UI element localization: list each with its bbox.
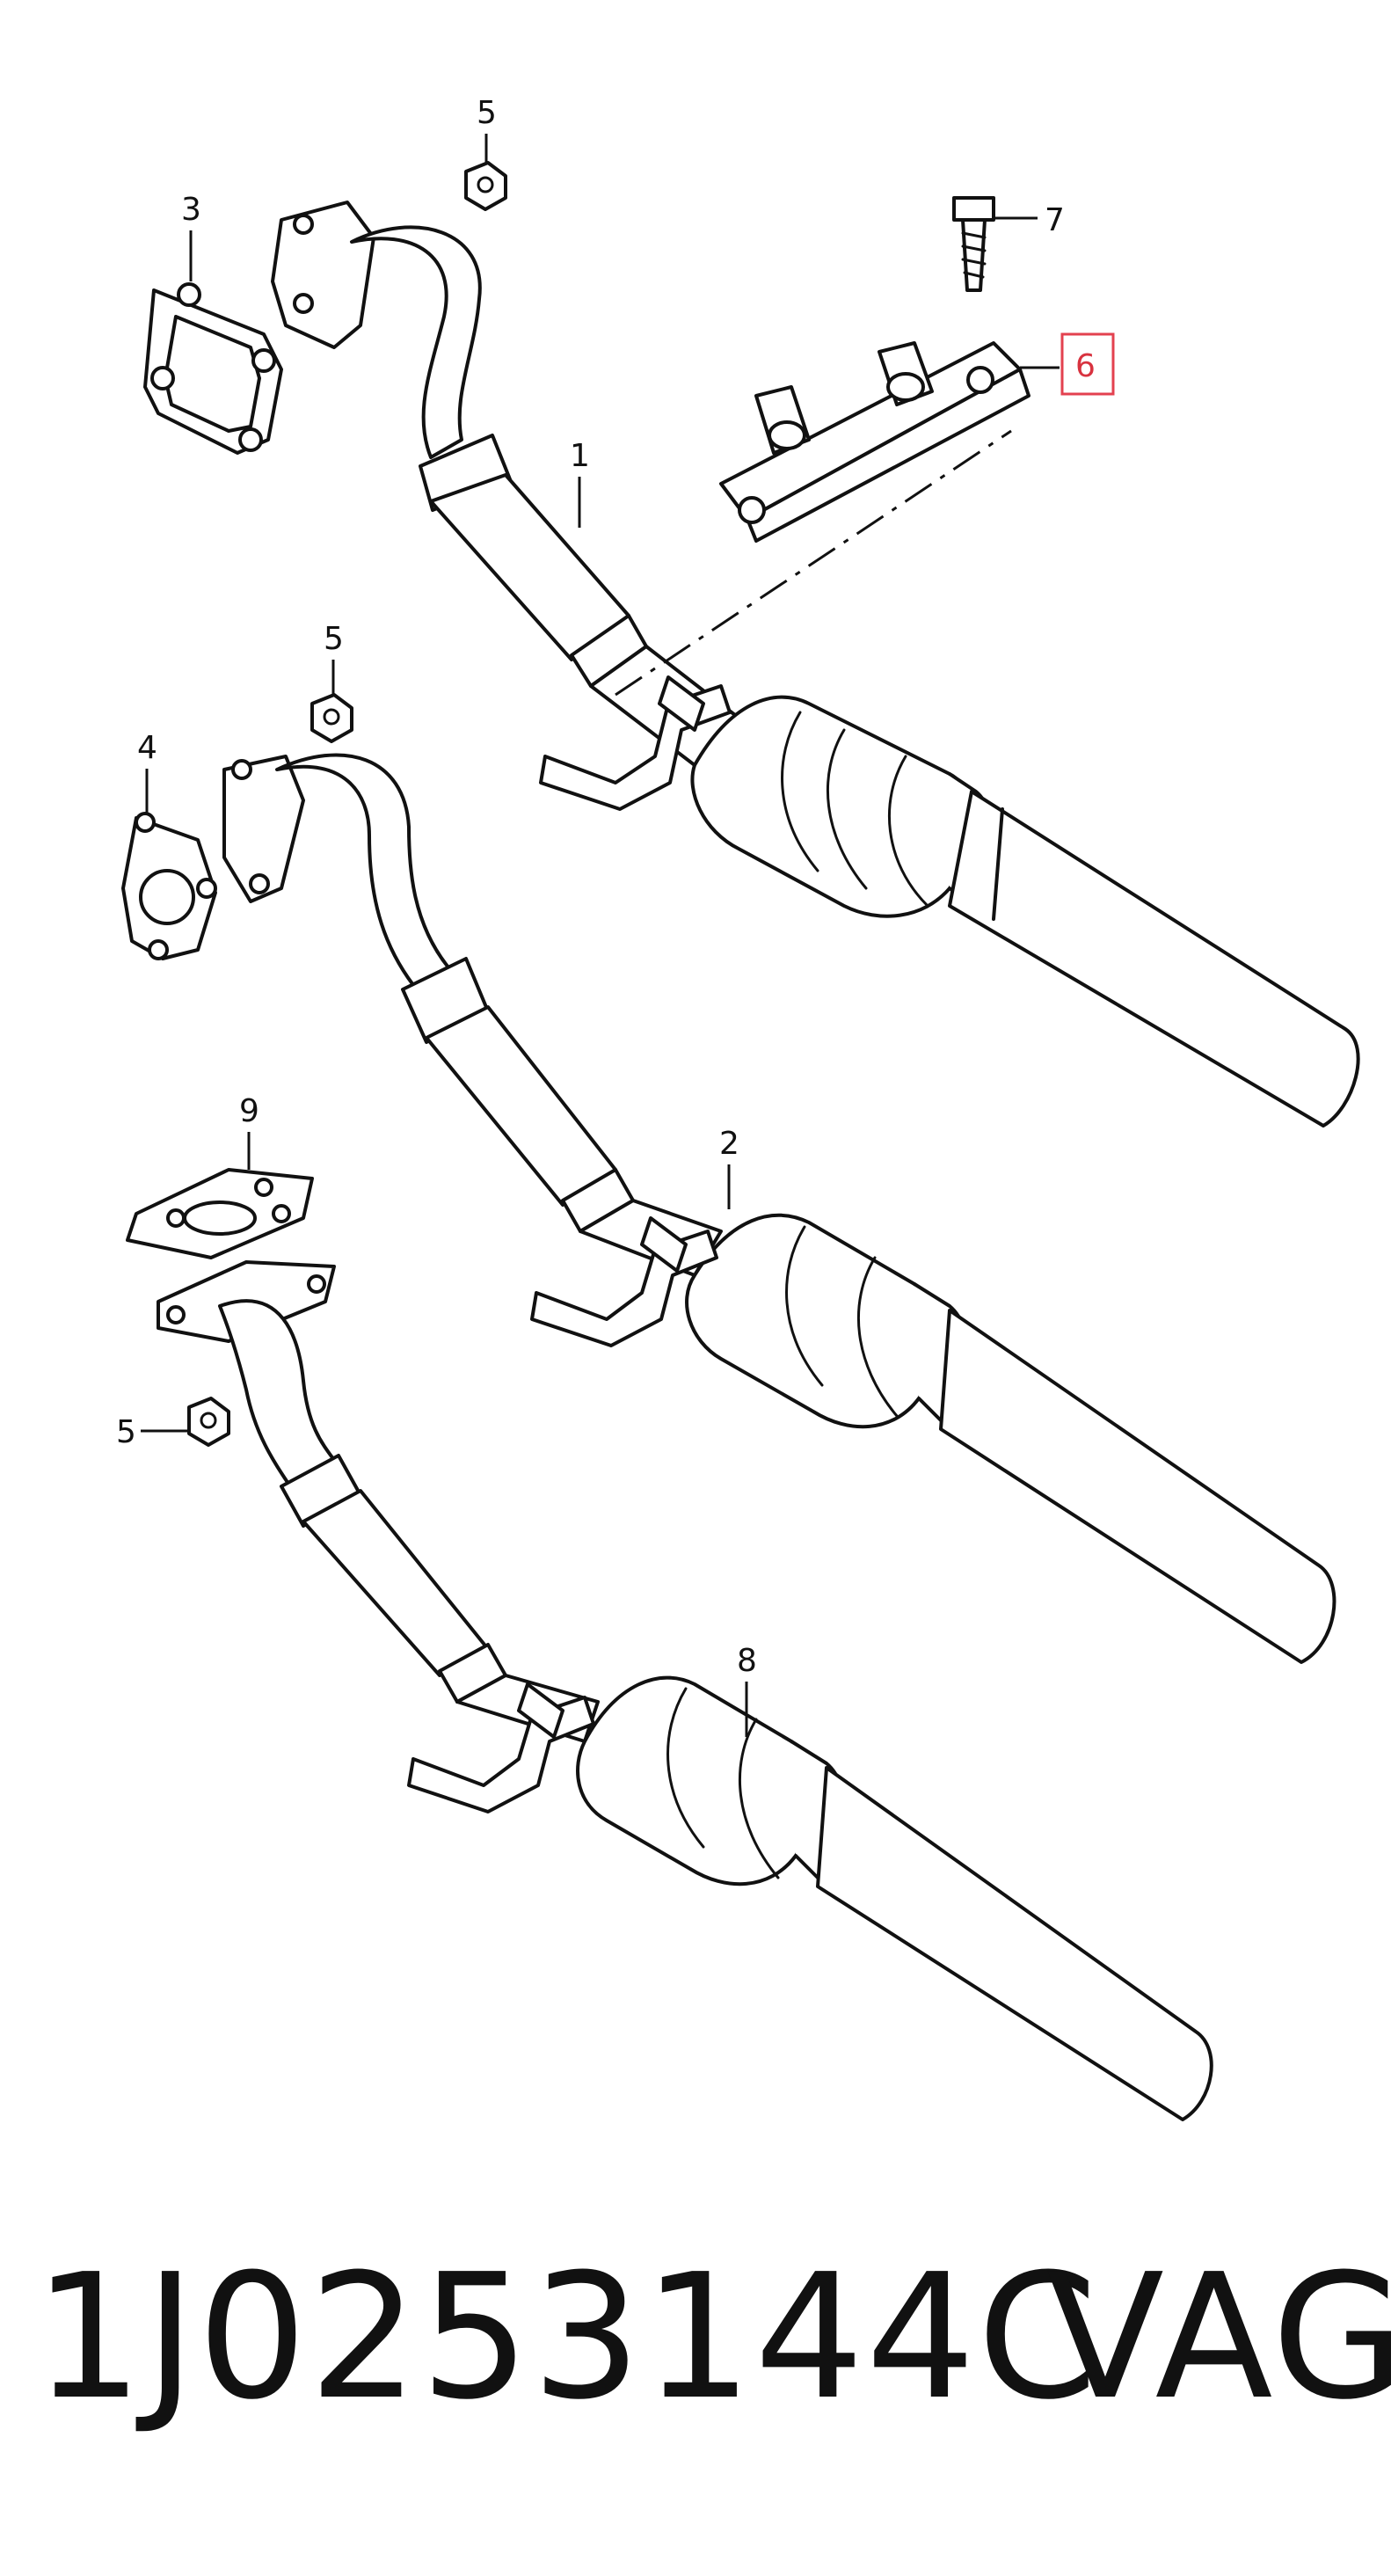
bolt-7 [952,196,995,292]
part-number-caption: 1J0253144C [33,2237,1100,2438]
nut-5-bottom [187,1397,230,1447]
gasket-9 [126,1168,314,1259]
flange-2 [222,755,305,903]
callout-label: 7 [1045,202,1065,238]
gasket-3 [143,282,283,455]
downpipe-assembly-1 [143,161,1360,1127]
highlight-box [1060,332,1115,396]
callout-5-bottom: 5 [116,1414,187,1450]
brand-caption: VAG [1046,2237,1391,2438]
callout-label: 5 [324,621,344,657]
downpipe-assembly-3 [126,1168,1213,2121]
callout-2: 2 [719,1126,739,1209]
callout-9: 9 [239,1093,259,1170]
callout-label: 4 [137,730,157,766]
callout-7: 7 [995,202,1065,238]
callout-label: 9 [239,1093,259,1129]
nut-5-middle [310,693,353,743]
callout-5-top: 5 [477,95,497,163]
callout-8: 8 [737,1643,757,1737]
callout-4: 4 [137,730,157,814]
callout-5-middle: 5 [324,621,344,695]
downpipe-assembly-2 [121,693,1336,1664]
callout-6: 6 [1020,332,1115,396]
callout-label: 5 [477,95,497,131]
callout-label: 2 [719,1126,739,1162]
callout-3: 3 [181,192,201,281]
nut-5-top [464,161,507,211]
heat-shield-bracket [719,341,1031,543]
callout-1: 1 [570,438,590,528]
callout-label: 8 [737,1643,757,1679]
callout-label: 1 [570,438,590,474]
gasket-4 [121,812,217,960]
callout-label: 6 [1075,348,1096,384]
flange-1 [271,201,375,349]
callout-label: 3 [181,192,201,228]
callout-label: 5 [116,1414,136,1450]
